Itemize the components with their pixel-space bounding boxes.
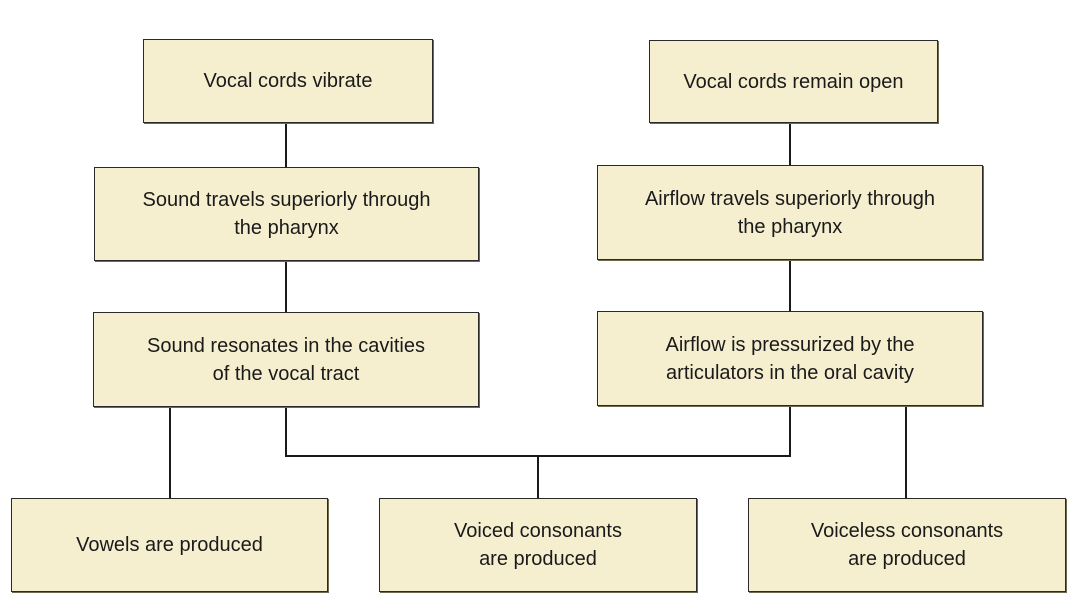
node-label: Voiced consonants are produced — [454, 520, 622, 570]
node-voiced-consonants: Voiced consonants are produced — [379, 498, 697, 592]
node-vocal-cords-open: Vocal cords remain open — [649, 40, 938, 123]
node-voiceless-consonants: Voiceless consonants are produced — [748, 498, 1066, 592]
connector-group — [169, 123, 907, 498]
node-label: Airflow travels superiorly through the p… — [644, 187, 936, 238]
node-airflow-pressurized: Airflow is pressurized by the articulato… — [597, 311, 983, 406]
node-sound-travels: Sound travels superiorly through the pha… — [94, 167, 479, 261]
node-sound-resonates: Sound resonates in the cavities of the v… — [93, 312, 479, 407]
node-vocal-cords-vibrate: Vocal cords vibrate — [143, 39, 433, 123]
node-label: Vocal cords remain open — [683, 70, 904, 93]
connector-merge-bracket — [285, 406, 791, 457]
node-label: Sound resonates in the cavities of the v… — [147, 334, 425, 385]
node-label: Airflow is pressurized by the articulato… — [665, 333, 915, 384]
node-label: Vocal cords vibrate — [203, 70, 373, 92]
node-airflow-travels: Airflow travels superiorly through the p… — [597, 165, 983, 260]
node-label: Vowels are produced — [76, 534, 263, 556]
node-label: Sound travels superiorly through the pha… — [142, 189, 431, 239]
node-label: Voiceless consonants are produced — [810, 520, 1004, 570]
node-vowels-produced: Vowels are produced — [11, 498, 328, 592]
